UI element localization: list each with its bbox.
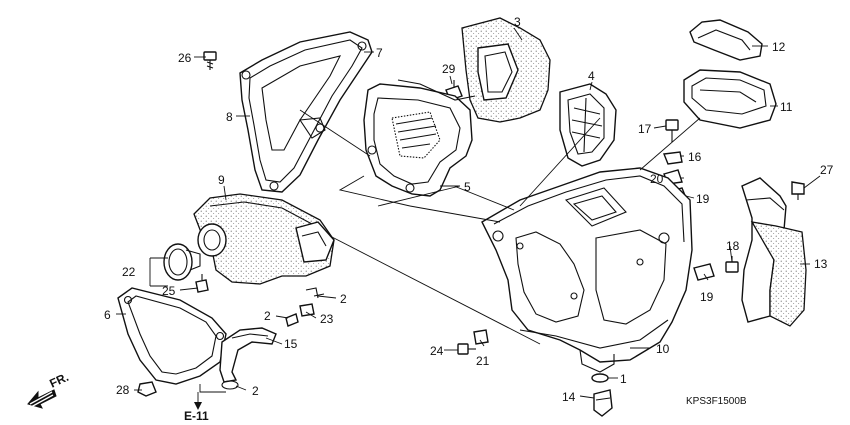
part-gasket-6: [117, 287, 227, 385]
callout-3: 3: [514, 15, 521, 29]
callout-15: 15: [284, 337, 298, 351]
screw-25: [195, 274, 209, 293]
part-air-duct-11: [683, 69, 777, 129]
callout-26: 26: [178, 51, 192, 65]
bolts-24-21: [457, 329, 489, 355]
callout-4: 4: [588, 69, 595, 83]
callout-11: 11: [780, 100, 793, 114]
front-direction-arrow: FR.: [27, 370, 71, 409]
leader-lines: [116, 27, 821, 410]
part-connecting-tube: [193, 193, 335, 285]
diagram-reference-code: KPS3F1500B: [686, 396, 747, 407]
part-air-cleaner-cover: [239, 31, 373, 193]
screw-27: [791, 181, 805, 200]
callout-16: 16: [688, 150, 702, 164]
callout-22: 22: [122, 265, 136, 279]
callout-20: 20: [650, 172, 664, 186]
callout-5: 5: [464, 180, 471, 194]
callout-2-mid: 2: [264, 309, 271, 323]
callout-13: 13: [814, 257, 828, 271]
part-duct-cover-12: [689, 19, 763, 61]
callout-labels: 26 7 8 3 29 4 12 11 17 16 20 19 27 5 9 2…: [104, 15, 834, 423]
part-air-cleaner-case: [481, 167, 693, 373]
clips-2-23: [285, 287, 325, 327]
callout-28: 28: [116, 383, 130, 397]
callout-23: 23: [320, 312, 334, 326]
callout-17: 17: [638, 122, 652, 136]
part-drain-14-clip-1: [591, 373, 613, 417]
callout-21: 21: [476, 354, 490, 368]
callout-18: 18: [726, 239, 740, 253]
part-side-duct-13: [741, 177, 807, 327]
part-clamp-22: [163, 243, 201, 281]
callout-29: 29: [442, 62, 456, 76]
fasteners-18-19: [693, 256, 739, 281]
callout-8: 8: [226, 110, 233, 124]
callout-19-lower: 19: [700, 290, 714, 304]
page-reference-label: E-11: [184, 409, 209, 423]
part-drain-hose-15: [219, 327, 277, 390]
callout-9: 9: [218, 173, 225, 187]
callout-6: 6: [104, 308, 111, 322]
callout-25: 25: [162, 284, 176, 298]
nut-28: [137, 381, 157, 397]
callout-7: 7: [376, 46, 383, 60]
part-element-frame: [559, 83, 617, 167]
callout-24: 24: [430, 344, 444, 358]
bolt-26: [203, 51, 217, 70]
callout-10: 10: [656, 342, 670, 356]
callout-1: 1: [620, 372, 627, 386]
part-filter-element: [461, 17, 551, 123]
front-indicator-label: FR.: [47, 370, 70, 391]
callout-14: 14: [562, 390, 576, 404]
part-filter-holder: [363, 79, 476, 197]
callout-2-right: 2: [340, 292, 347, 306]
callout-12: 12: [772, 40, 786, 54]
callout-19-upper: 19: [696, 192, 710, 206]
callout-2-lower: 2: [252, 384, 259, 398]
callout-27: 27: [820, 163, 834, 177]
